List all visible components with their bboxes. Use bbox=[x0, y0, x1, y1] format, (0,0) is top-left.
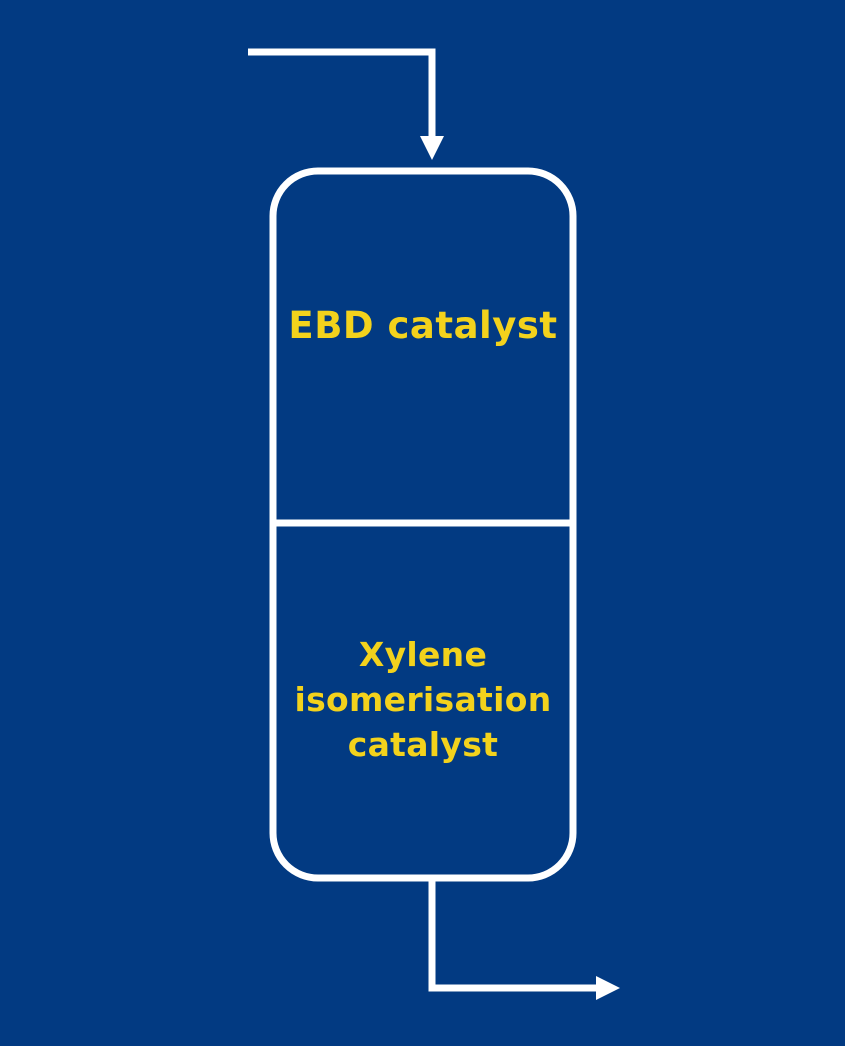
upper-bed-label: EBD catalyst bbox=[288, 304, 558, 347]
arrow-down-icon bbox=[420, 136, 444, 160]
arrow-right-icon bbox=[596, 976, 620, 1000]
lower-bed-label-line: isomerisation bbox=[294, 680, 552, 719]
lower-bed-label-line: catalyst bbox=[347, 725, 499, 764]
inlet-stream-line bbox=[248, 48, 436, 140]
lower-bed-label: Xylene isomerisation catalyst bbox=[276, 632, 570, 767]
lower-bed-label-line: Xylene bbox=[358, 635, 488, 674]
outlet-stream-line bbox=[428, 878, 600, 992]
